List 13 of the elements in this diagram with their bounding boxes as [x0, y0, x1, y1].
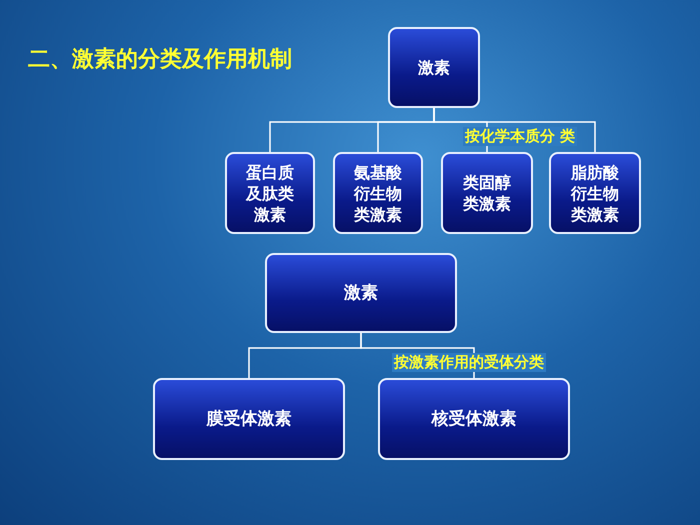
- category-box: 激素: [388, 27, 480, 108]
- category-box: 激素: [265, 253, 457, 333]
- category-box: 核受体激素: [378, 378, 570, 460]
- category-box: 膜受体激素: [153, 378, 345, 460]
- branch-label: 按化学本质分 类: [463, 127, 578, 146]
- category-box: 蛋白质及肽类激素: [225, 152, 315, 234]
- connector-line: [360, 333, 475, 378]
- slide-title: 二、激素的分类及作用机制: [28, 45, 292, 74]
- category-box: 脂肪酸衍生物类激素: [549, 152, 641, 234]
- category-box: 氨基酸衍生物类激素: [333, 152, 423, 234]
- connector-line: [433, 108, 596, 152]
- category-box: 类固醇类激素: [441, 152, 533, 234]
- branch-label: 按激素作用的受体分类: [392, 353, 546, 372]
